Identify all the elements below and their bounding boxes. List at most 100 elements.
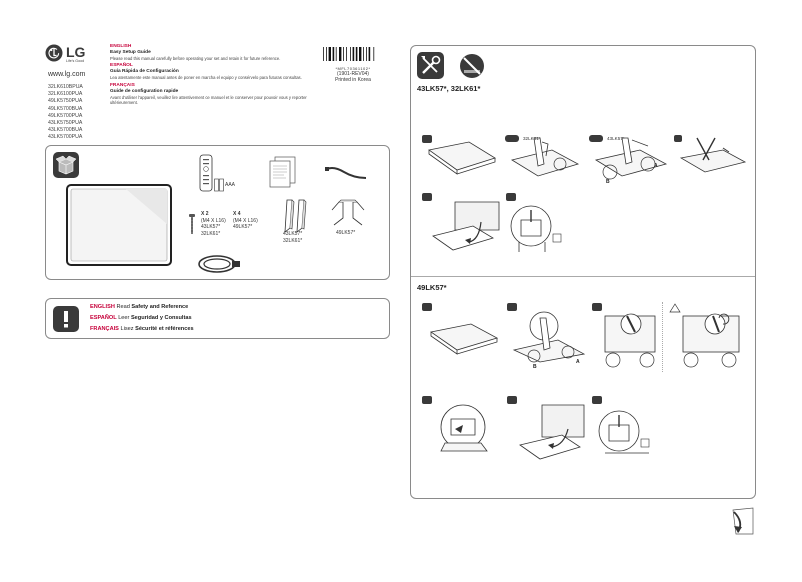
barcode-revision: (1901-REV04)	[337, 71, 369, 77]
screws-a-model: 32LK61*	[201, 230, 221, 237]
screws-b-model: 49LK57*	[233, 224, 253, 230]
stand-a-models: 43LK57* 32LK61*	[283, 231, 302, 244]
barcode: *MFL70361102* (1901-REV04) Printed in Ko…	[322, 47, 384, 83]
lg-logo: LG Life's Good	[45, 44, 105, 64]
s2-step-4	[422, 396, 488, 452]
safety-text: ENGLISH Read Safety and Reference ESPAÑO…	[90, 302, 194, 335]
s2-step-6	[592, 396, 650, 454]
stand-b-icon	[331, 199, 365, 226]
s1-callout-b: B	[606, 179, 610, 185]
website[interactable]: www.lg.com	[48, 71, 86, 78]
safety-fr-lang: FRANÇAIS	[90, 326, 119, 332]
model-item: 49LK5700BUA	[48, 105, 83, 112]
safety-en-bold: Safety and Reference	[131, 304, 189, 310]
screws-a-qty: X 2	[201, 211, 209, 217]
safety-fr-bold: Sécurité et références	[135, 326, 194, 332]
s1-callout-a: A	[654, 163, 658, 169]
safety-panel: ENGLISH Read Safety and Reference ESPAÑO…	[45, 298, 390, 339]
guide-text: ENGLISH Easy Setup Guide Please read thi…	[110, 44, 315, 106]
s2-callout-b: B	[533, 364, 537, 370]
stand-a-icon	[284, 199, 307, 233]
s1-step-1	[422, 135, 496, 175]
manual-icon	[269, 156, 296, 188]
assembly-panel: 43LK57*, 32LK61* 32LK61* 43LK57* B A	[410, 45, 756, 499]
s1-step-4	[422, 193, 500, 251]
safety-es-pre: Leer	[118, 315, 130, 321]
screw-icon	[189, 214, 195, 234]
battery-icon	[214, 178, 224, 192]
french-lang: FRANÇAIS	[110, 82, 135, 88]
s2-step-4-badge	[422, 396, 432, 404]
cable-icon	[325, 167, 367, 179]
model-item: 32LK610BPUA	[48, 84, 83, 90]
s2-step-2	[507, 303, 586, 363]
warning-icon	[669, 303, 681, 313]
safety-row-fr: FRANÇAIS Lisez Sécurité et références	[90, 324, 194, 335]
lg-logo-icon	[45, 44, 63, 62]
logo-tagline: Life's Good	[66, 59, 85, 63]
s1-variant-badge	[505, 135, 519, 142]
safety-es-lang: ESPAÑOL	[90, 315, 117, 321]
s2-step-5	[507, 396, 585, 460]
s1-variant-a-label: 32LK61*	[523, 136, 541, 141]
accessories-panel: AAA X 2 (M4 X L16) 43LK57* 32LK61* X 4 (…	[45, 145, 390, 280]
section2-title: 49LK57*	[417, 283, 447, 292]
logo-text: LG	[66, 44, 86, 60]
s1-step-1-badge	[422, 135, 432, 143]
safety-en-lang: ENGLISH	[90, 304, 115, 310]
barcode-graphic	[323, 47, 375, 61]
french-title: Guide de configuration rapide	[110, 88, 179, 94]
screws-b-spec: (M4 X L16)	[233, 217, 258, 224]
s2-step-1-badge	[422, 303, 432, 311]
screws-a-spec: (M4 X L16)	[201, 217, 226, 224]
section-divider	[411, 276, 755, 277]
safety-row-en: ENGLISH Read Safety and Reference	[90, 302, 194, 313]
stand-a-model: 43LK57*	[283, 231, 303, 237]
english-body: Please read this manual carefully before…	[110, 56, 281, 61]
stand-b-model: 49LK57*	[336, 230, 356, 236]
safety-icon	[53, 306, 79, 332]
s2-step-5-badge	[507, 396, 517, 404]
model-item: 49LK5700PUA	[48, 112, 83, 119]
safety-es-bold: Seguridad y Consultas	[130, 315, 192, 321]
barcode-printed: Printed in Korea	[335, 77, 371, 83]
s1-step-5-badge	[506, 193, 516, 201]
s1-step-5	[506, 193, 562, 252]
model-item: 43LK5700PUA	[48, 134, 83, 141]
page-turn-icon[interactable]	[730, 506, 756, 536]
remote-icon	[199, 154, 213, 192]
s2-callout-a: A	[576, 359, 580, 365]
stand-a-model: 32LK61*	[283, 237, 303, 244]
s1-step-4-badge	[422, 193, 432, 201]
s2-step-6-badge	[592, 396, 602, 404]
power-cord-icon	[198, 255, 240, 273]
box-icon	[53, 152, 79, 178]
s2-step-2-badge	[507, 303, 517, 311]
model-item: 49LK5750PUA	[48, 98, 83, 105]
spanish-lang: ESPAÑOL	[110, 63, 133, 69]
safety-fr-pre: Lisez	[120, 326, 134, 332]
spanish-body: Lea atentamente este manual antes de pon…	[110, 75, 302, 81]
section1-title: 43LK57*, 32LK61*	[417, 84, 481, 93]
barcode-number: *MFL70361102*	[335, 66, 371, 71]
battery-label: AAA	[225, 182, 236, 188]
model-list: 32LK610BPUA 32LK6100PUA 49LK5750PUA 49LK…	[48, 84, 83, 142]
s1-step-2a	[505, 135, 580, 177]
safety-row-es: ESPAÑOL Leer Seguridad y Consultas	[90, 313, 194, 324]
s1-step-3	[674, 135, 747, 173]
screws-b: X 4 (M4 X L16) 49LK57*	[233, 211, 258, 231]
tools-icon	[417, 52, 444, 79]
s1-step-3-badge	[674, 135, 682, 142]
s1-variant-b-label: 43LK57*	[607, 136, 625, 141]
s1-step-2b	[589, 135, 668, 180]
s2-step-3a	[592, 303, 656, 368]
no-surface-icon	[460, 54, 484, 78]
model-item: 43LK5750PUA	[48, 120, 83, 127]
model-item: 43LK5700BUA	[48, 127, 83, 134]
s2-step-3b	[669, 303, 740, 368]
safety-en-pre: Read	[116, 304, 130, 310]
model-item: 32LK6100PUA	[48, 91, 83, 98]
french-body: Avant d'utiliser l'appareil, veuillez li…	[110, 94, 307, 106]
english-lang: ENGLISH	[110, 44, 132, 49]
screws-b-qty: X 4	[233, 211, 241, 217]
